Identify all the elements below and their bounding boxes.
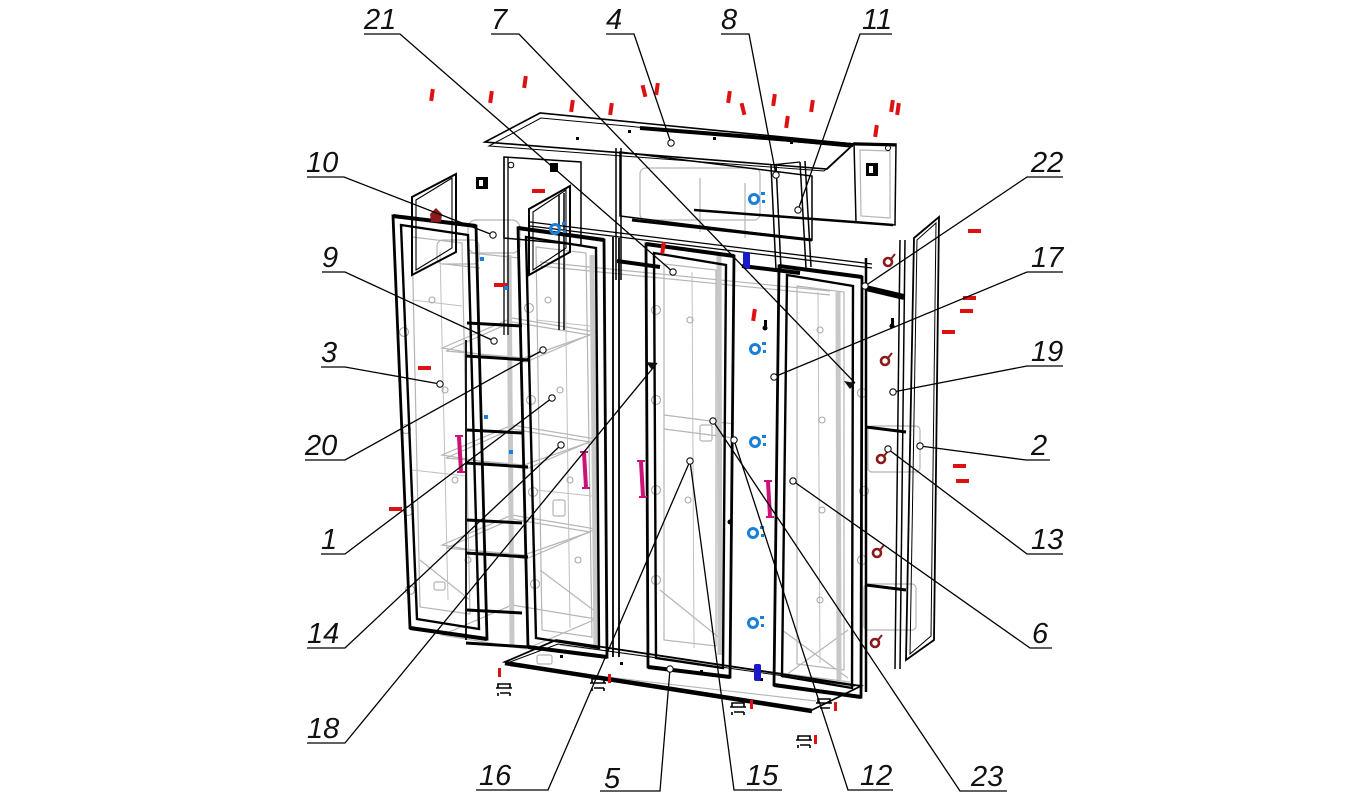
svg-text:10: 10 bbox=[306, 147, 338, 179]
svg-text:9: 9 bbox=[322, 242, 338, 274]
svg-text:11: 11 bbox=[862, 4, 892, 36]
svg-text:4: 4 bbox=[606, 4, 622, 36]
svg-text:14: 14 bbox=[307, 618, 339, 650]
svg-text:2: 2 bbox=[1030, 430, 1047, 462]
svg-text:17: 17 bbox=[1031, 242, 1065, 274]
svg-text:5: 5 bbox=[604, 763, 621, 795]
svg-text:8: 8 bbox=[721, 4, 737, 36]
svg-text:12: 12 bbox=[860, 760, 892, 792]
svg-text:20: 20 bbox=[304, 430, 337, 462]
svg-text:22: 22 bbox=[1030, 147, 1063, 179]
svg-text:13: 13 bbox=[1031, 524, 1063, 556]
svg-text:23: 23 bbox=[970, 761, 1003, 793]
svg-text:7: 7 bbox=[491, 4, 509, 36]
svg-text:21: 21 bbox=[363, 4, 396, 36]
svg-text:1: 1 bbox=[321, 524, 337, 556]
svg-text:16: 16 bbox=[479, 760, 512, 792]
svg-text:15: 15 bbox=[746, 760, 779, 792]
svg-text:6: 6 bbox=[1032, 618, 1049, 650]
svg-text:19: 19 bbox=[1031, 336, 1063, 368]
svg-text:3: 3 bbox=[321, 337, 337, 369]
svg-text:18: 18 bbox=[307, 713, 339, 745]
